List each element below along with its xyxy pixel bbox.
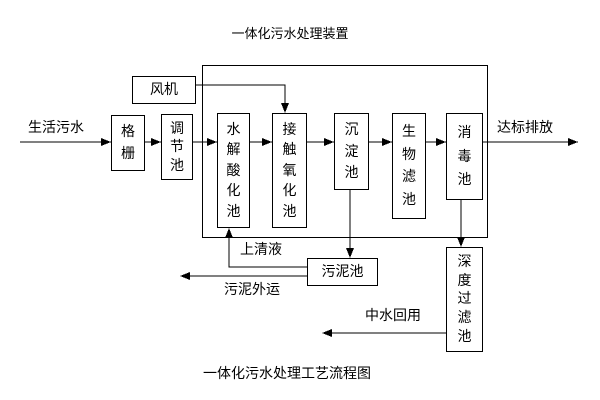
arrow-supernatant-return [225,228,307,268]
fan-box: 风机 [132,76,196,104]
grid-box: 格栅 [111,115,145,171]
sludge-tank-label: 污泥池 [321,264,364,280]
arrow-sedimentation-to-sludge [346,190,354,258]
disinfection-tank-box: 消毒池 [446,113,483,200]
sludge-tank-box: 污泥池 [307,258,378,286]
arrow-regulating-to-hydrolysis [193,138,217,146]
contact-oxidation-tank-box: 接触氧化池 [272,113,307,228]
outflow-label: 达标排放 [497,120,553,136]
diagram-caption: 一体化污水处理工艺流程图 [203,366,371,382]
biological-filter-tank-box: 生物滤池 [392,113,426,219]
sedimentation-tank-box: 沉淀池 [334,113,369,190]
arrow-water-reuse [322,329,446,337]
regulating-tank-box: 调节池 [161,114,193,180]
inflow-label: 生活污水 [28,120,84,136]
arrow-fan-to-contact [196,84,289,113]
hydrolysis-acidification-tank-box: 水解酸化池 [217,113,250,228]
arrow-grid-to-regulating [145,138,161,146]
water-reuse-label: 中水回用 [365,308,421,324]
sludge-out-label: 污泥外运 [224,282,280,298]
fan-label: 风机 [150,82,178,98]
arrow-biofilter-to-disinfection [426,138,446,146]
arrow-sedimentation-to-biofilter [369,138,392,146]
arrow-sludge-out [180,272,307,280]
integrated-unit-outline [202,65,488,238]
arrow-inflow [20,138,111,146]
diagram-title: 一体化污水处理装置 [231,27,349,42]
deep-filtration-tank-box: 深度过滤池 [446,247,483,352]
arrow-contact-to-sedimentation [307,138,334,146]
supernatant-label: 上清液 [240,242,282,258]
arrow-disinfection-to-deepfilter [457,200,465,247]
arrow-hydrolysis-to-contact [250,138,272,146]
arrow-outflow [483,138,578,146]
